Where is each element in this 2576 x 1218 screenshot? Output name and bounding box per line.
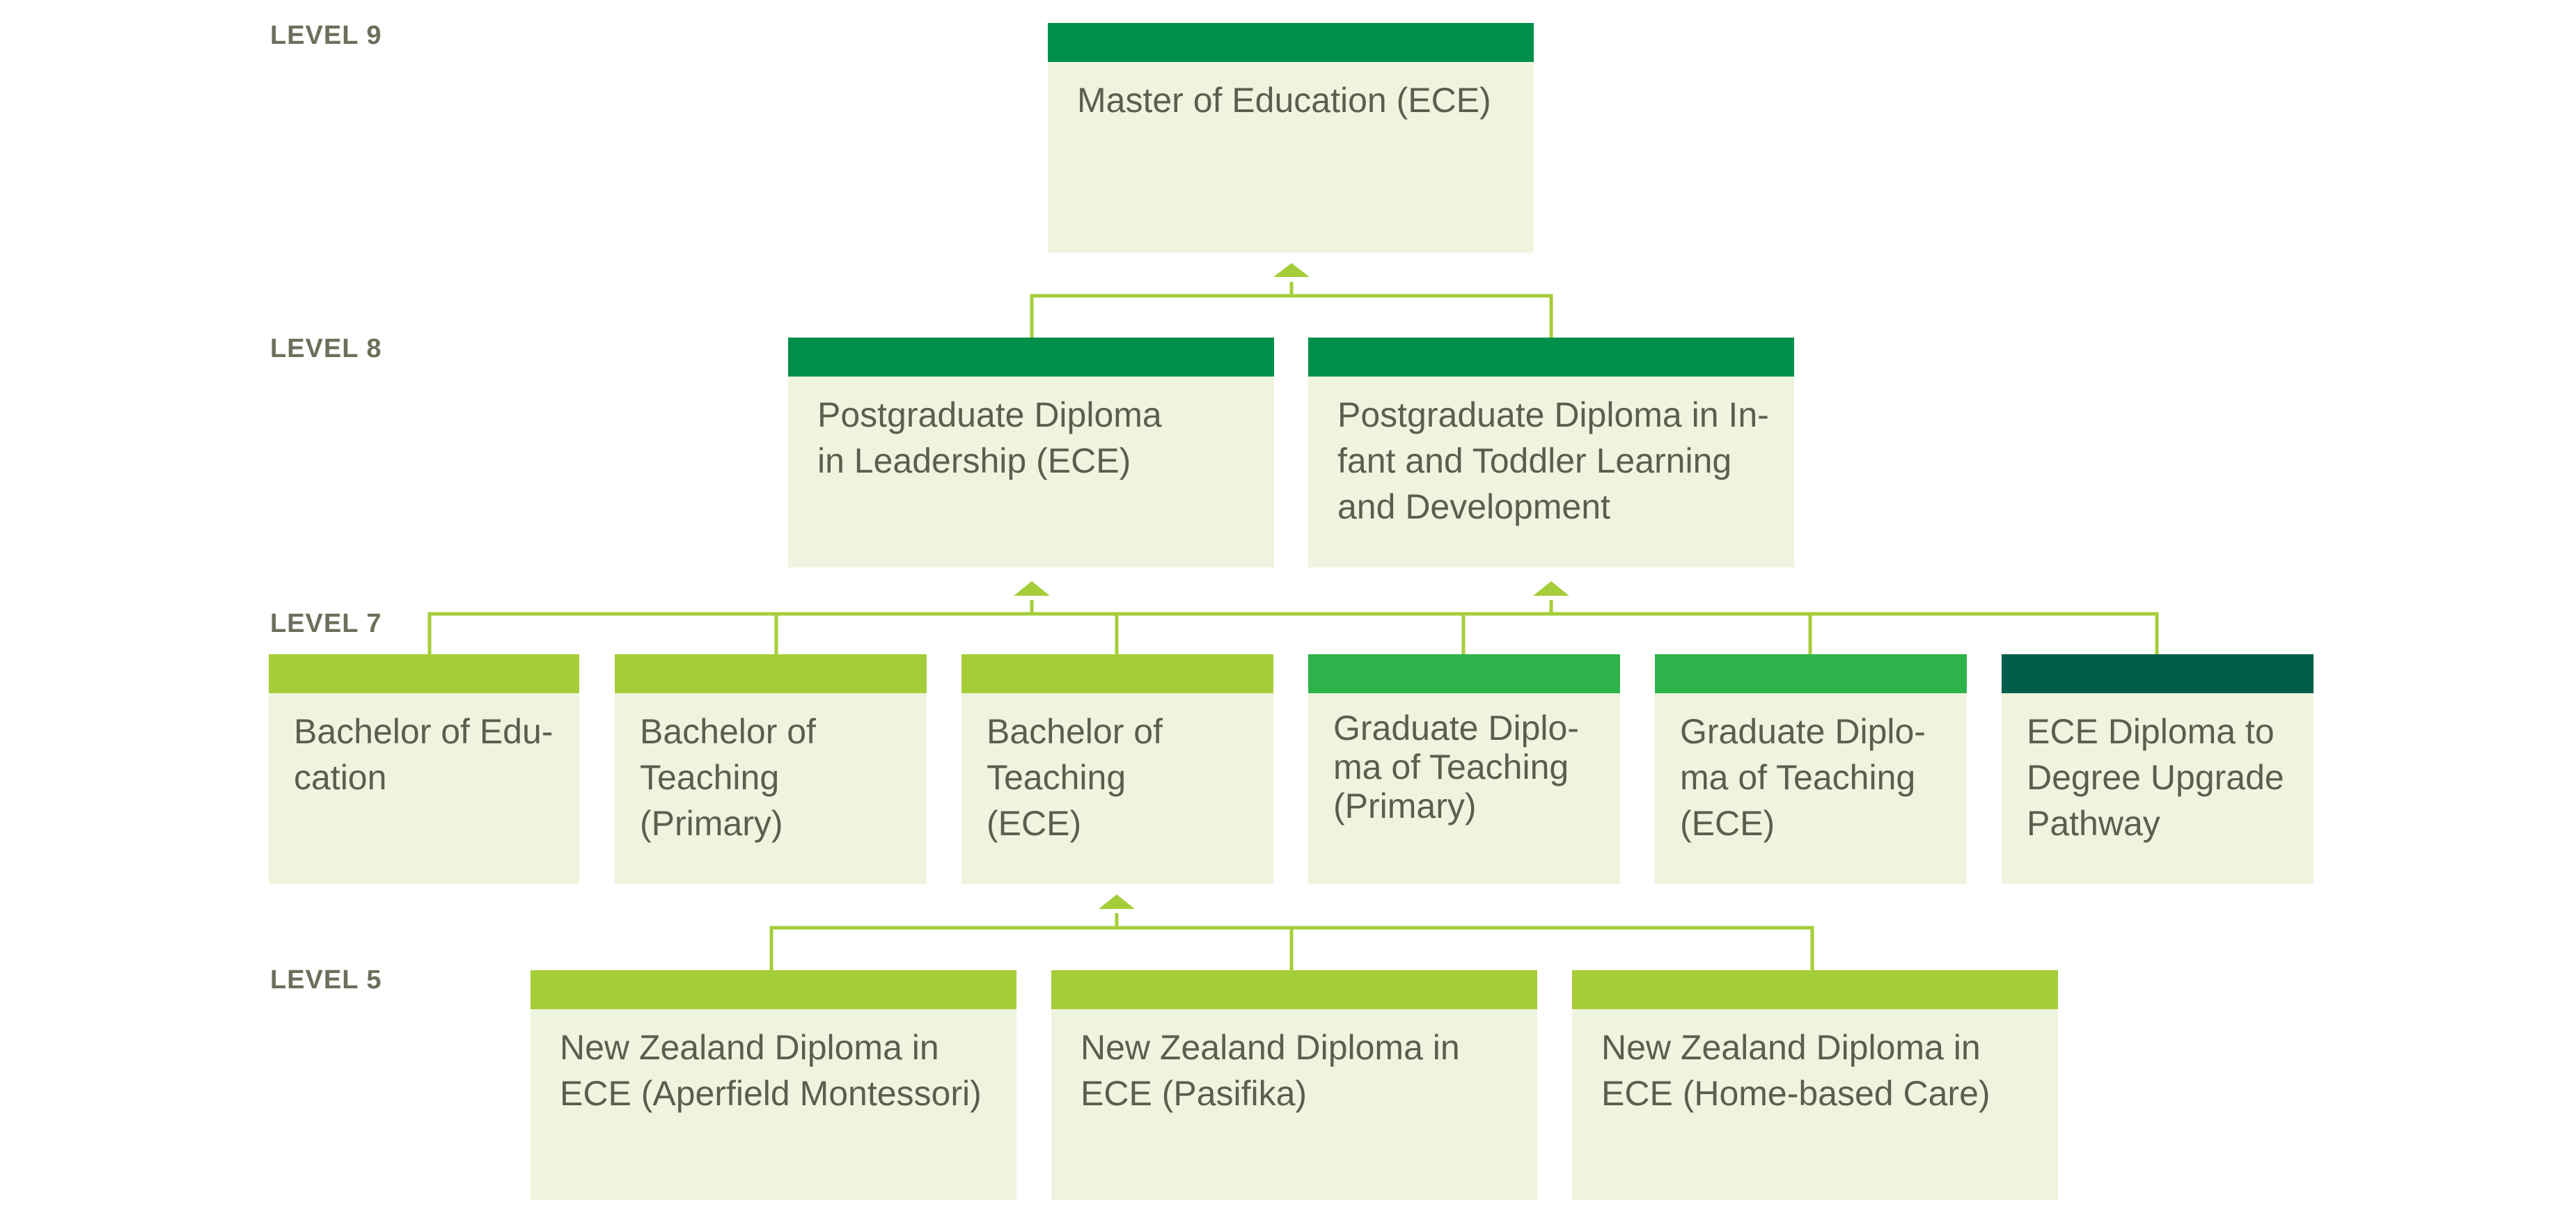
- connector-l7-bracket: [427, 612, 2159, 654]
- card-master-of-education[interactable]: Master of Education (ECE): [1048, 23, 1534, 253]
- card-title: Postgraduate Diploma in Leadership (ECE): [817, 395, 1162, 480]
- card-header-bar: [531, 970, 1016, 1009]
- card-header-bar: [1051, 970, 1537, 1009]
- card-header-bar: [615, 654, 927, 693]
- level-5-label: LEVEL 5: [270, 965, 382, 995]
- card-header-bar: [1655, 654, 1967, 693]
- card-title: Graduate Diplo- ma of Teaching (ECE): [1680, 712, 1926, 843]
- card-nzdip-montessori[interactable]: New Zealand Diploma in ECE (Aperfield Mo…: [531, 970, 1016, 1200]
- card-nzdip-home-based[interactable]: New Zealand Diploma in ECE (Home-based C…: [1572, 970, 2058, 1200]
- card-header-bar: [961, 654, 1273, 693]
- card-header-bar: [1308, 654, 1620, 693]
- card-title: Bachelor of Teaching (Primary): [640, 712, 816, 843]
- card-title: Graduate Diplo- ma of Teaching (Primary): [1333, 709, 1579, 825]
- card-title: New Zealand Diploma in ECE (Pasifika): [1081, 1028, 1460, 1113]
- card-header-bar: [2002, 654, 2314, 693]
- arrow-up-icon: [1533, 581, 1569, 596]
- card-pgdip-leadership[interactable]: Postgraduate Diploma in Leadership (ECE): [788, 338, 1274, 567]
- card-bachelor-teaching-primary[interactable]: Bachelor of Teaching (Primary): [615, 654, 927, 884]
- arrow-up-icon: [1099, 894, 1135, 909]
- card-header-bar: [1048, 23, 1534, 62]
- card-title: Bachelor of Teaching (ECE): [987, 712, 1163, 843]
- level-9-label: LEVEL 9: [270, 21, 382, 50]
- card-header-bar: [1308, 338, 1794, 377]
- card-header-bar: [1572, 970, 2058, 1009]
- arrow-up-icon: [1273, 263, 1310, 277]
- card-graddip-teaching-ece[interactable]: Graduate Diplo- ma of Teaching (ECE): [1655, 654, 1967, 884]
- card-title: Bachelor of Edu- cation: [294, 712, 553, 797]
- card-nzdip-pasifika[interactable]: New Zealand Diploma in ECE (Pasifika): [1051, 970, 1537, 1200]
- card-bachelor-of-education[interactable]: Bachelor of Edu- cation: [269, 654, 579, 884]
- card-title: ECE Diploma to Degree Upgrade Pathway: [2027, 712, 2284, 843]
- card-bachelor-teaching-ece[interactable]: Bachelor of Teaching (ECE): [961, 654, 1273, 884]
- card-title: New Zealand Diploma in ECE (Aperfield Mo…: [560, 1028, 982, 1113]
- card-ece-degree-upgrade[interactable]: ECE Diploma to Degree Upgrade Pathway: [2002, 654, 2314, 884]
- arrow-up-icon: [1014, 581, 1050, 596]
- card-graddip-teaching-primary[interactable]: Graduate Diplo- ma of Teaching (Primary): [1308, 654, 1620, 884]
- card-title: Postgraduate Diploma in In- fant and Tod…: [1337, 395, 1769, 526]
- level-7-label: LEVEL 7: [270, 609, 382, 638]
- level-8-label: LEVEL 8: [270, 334, 382, 363]
- card-title: Master of Education (ECE): [1077, 81, 1491, 120]
- connector-l8-to-l9: [1030, 294, 1553, 338]
- card-title: New Zealand Diploma in ECE (Home-based C…: [1601, 1028, 1990, 1113]
- card-pgdip-infant-toddler[interactable]: Postgraduate Diploma in In- fant and Tod…: [1308, 338, 1794, 567]
- card-header-bar: [269, 654, 579, 693]
- card-header-bar: [788, 338, 1274, 377]
